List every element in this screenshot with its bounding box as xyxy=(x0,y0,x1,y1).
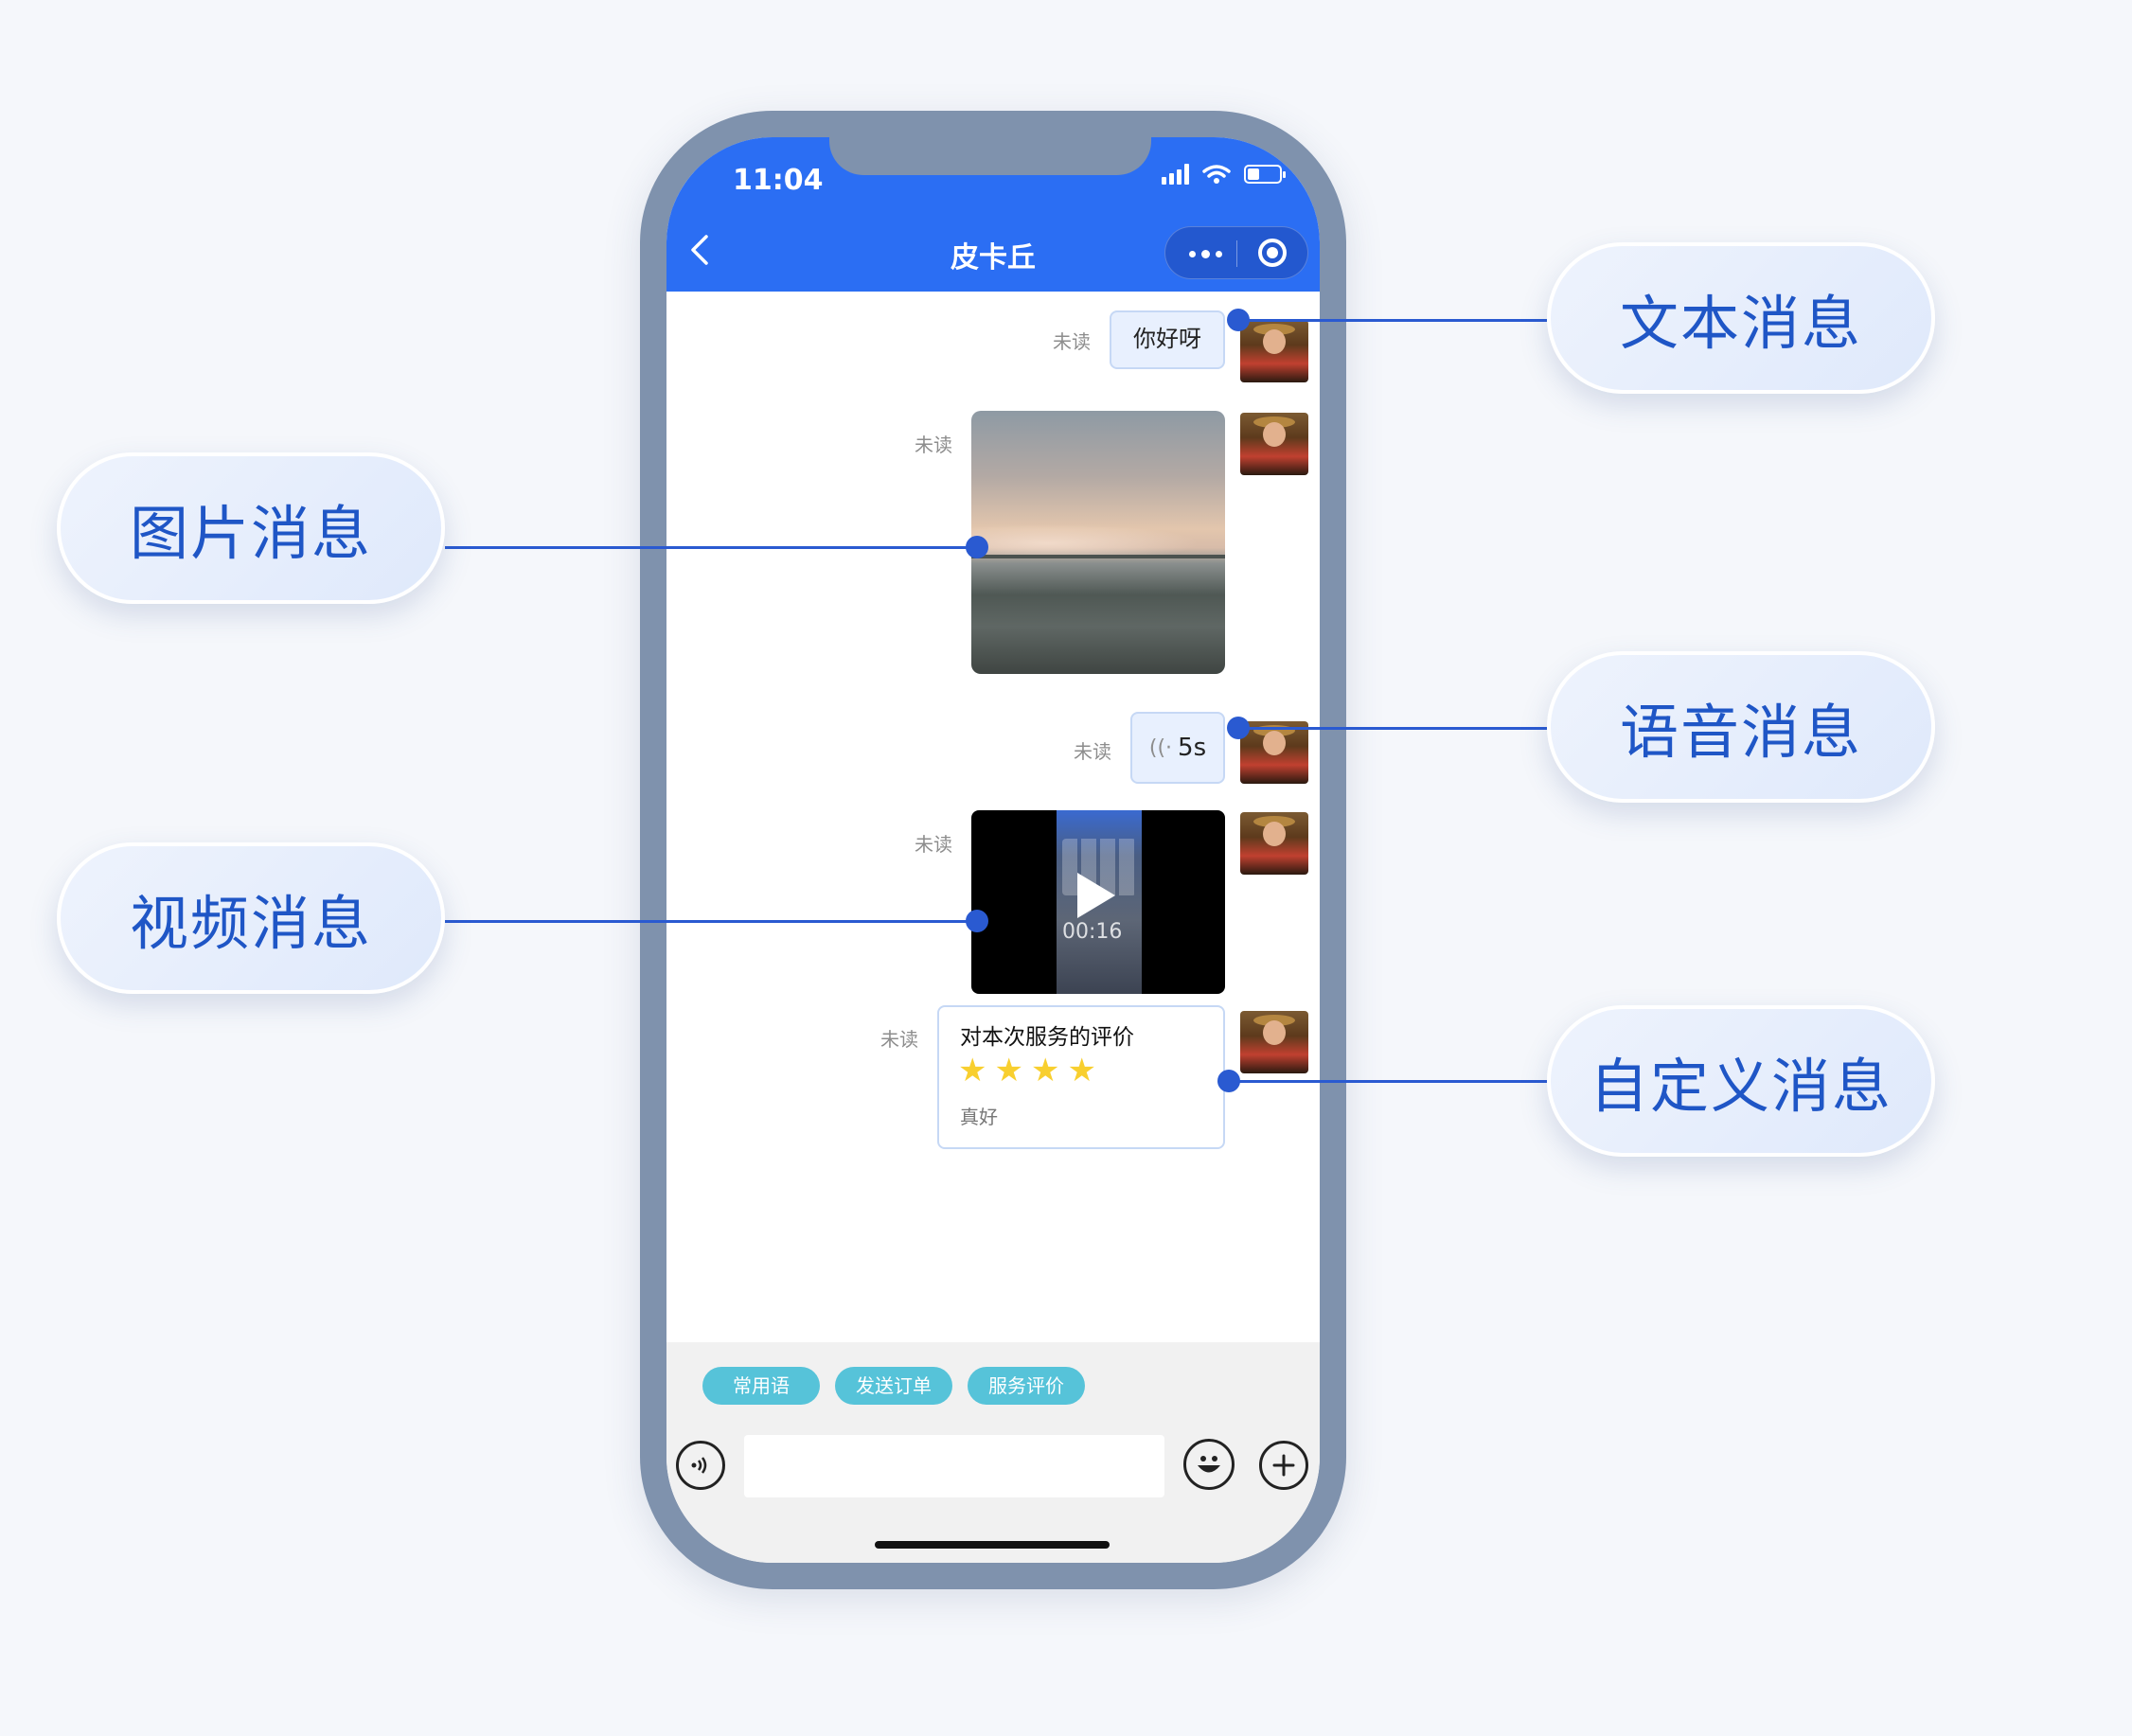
status-time: 11:04 xyxy=(733,164,824,197)
back-icon[interactable] xyxy=(687,234,720,266)
avatar[interactable] xyxy=(1240,413,1308,475)
unread-label: 未读 xyxy=(1074,740,1111,763)
mini-program-capsule xyxy=(1164,226,1308,279)
message-input[interactable] xyxy=(744,1435,1164,1497)
text-callout-dot xyxy=(1227,309,1250,331)
home-indicator xyxy=(875,1541,1110,1549)
star-icon: ★ xyxy=(1030,1052,1060,1089)
voice-duration: 5s xyxy=(1178,734,1207,762)
video-message-callout: 视频消息 xyxy=(57,842,445,994)
unread-label: 未读 xyxy=(1053,330,1091,353)
star-icon: ★ xyxy=(958,1052,987,1089)
voice-wave-icon: ((· xyxy=(1148,735,1173,760)
signal-icon xyxy=(1162,164,1189,185)
image-callout-dot xyxy=(966,536,988,558)
video-callout-dot xyxy=(966,910,988,932)
voice-callout-line xyxy=(1238,727,1547,730)
image-callout-line xyxy=(445,546,977,549)
battery-icon xyxy=(1244,165,1286,184)
play-icon[interactable] xyxy=(1077,873,1115,918)
input-bar: 常用语 发送订单 服务评价 xyxy=(666,1342,1320,1563)
star-icon: ★ xyxy=(1067,1052,1096,1089)
send-order-button[interactable]: 发送订单 xyxy=(835,1367,952,1405)
image-message-callout: 图片消息 xyxy=(57,452,445,604)
emoji-icon[interactable] xyxy=(1183,1439,1235,1490)
quick-reply-button[interactable]: 常用语 xyxy=(702,1367,820,1405)
voice-input-icon[interactable] xyxy=(676,1441,725,1490)
wifi-icon xyxy=(1202,165,1231,184)
avatar[interactable] xyxy=(1240,1011,1308,1073)
close-target-icon[interactable] xyxy=(1258,239,1287,267)
avatar[interactable] xyxy=(1240,721,1308,784)
chat-area[interactable]: 未读 你好呀 未读 未读 ((· 5s 未读 00:16 xyxy=(666,292,1320,1342)
rating-stars: ★★★★ xyxy=(958,1054,1096,1087)
notch xyxy=(829,137,1151,175)
unread-label: 未读 xyxy=(915,833,952,856)
custom-callout-dot xyxy=(1217,1070,1240,1092)
more-icon[interactable] xyxy=(1186,244,1224,263)
rating-comment: 真好 xyxy=(960,1106,998,1128)
voice-message-callout: 语音消息 xyxy=(1547,651,1935,803)
custom-message-callout: 自定义消息 xyxy=(1547,1005,1935,1157)
service-rating-button[interactable]: 服务评价 xyxy=(968,1367,1085,1405)
unread-label: 未读 xyxy=(880,1028,918,1051)
video-callout-line xyxy=(445,920,977,923)
avatar[interactable] xyxy=(1240,320,1308,382)
avatar[interactable] xyxy=(1240,812,1308,875)
custom-callout-line xyxy=(1238,1080,1547,1083)
voice-callout-dot xyxy=(1227,717,1250,739)
nav-header: 11:04 皮卡丘 xyxy=(666,137,1320,292)
phone-screen: 11:04 皮卡丘 xyxy=(666,137,1320,1563)
video-timestamp: 00:16 xyxy=(1062,920,1123,944)
rating-card-title: 对本次服务的评价 xyxy=(960,1025,1134,1050)
status-icons xyxy=(1162,164,1286,185)
text-message-bubble[interactable]: 你好呀 xyxy=(1110,310,1225,369)
custom-message-card[interactable]: 对本次服务的评价 ★★★★ 真好 xyxy=(937,1005,1225,1149)
voice-message-bubble[interactable]: ((· 5s xyxy=(1130,712,1225,784)
unread-label: 未读 xyxy=(915,434,952,456)
star-icon: ★ xyxy=(994,1052,1023,1089)
plus-icon[interactable] xyxy=(1259,1441,1308,1490)
image-message[interactable] xyxy=(971,411,1225,674)
capsule-divider xyxy=(1236,240,1237,267)
page-title: 皮卡丘 xyxy=(951,241,1036,275)
text-callout-line xyxy=(1238,319,1547,322)
phone-frame: 11:04 皮卡丘 xyxy=(640,111,1346,1589)
video-message[interactable]: 00:16 xyxy=(971,810,1225,994)
text-message-callout: 文本消息 xyxy=(1547,242,1935,394)
